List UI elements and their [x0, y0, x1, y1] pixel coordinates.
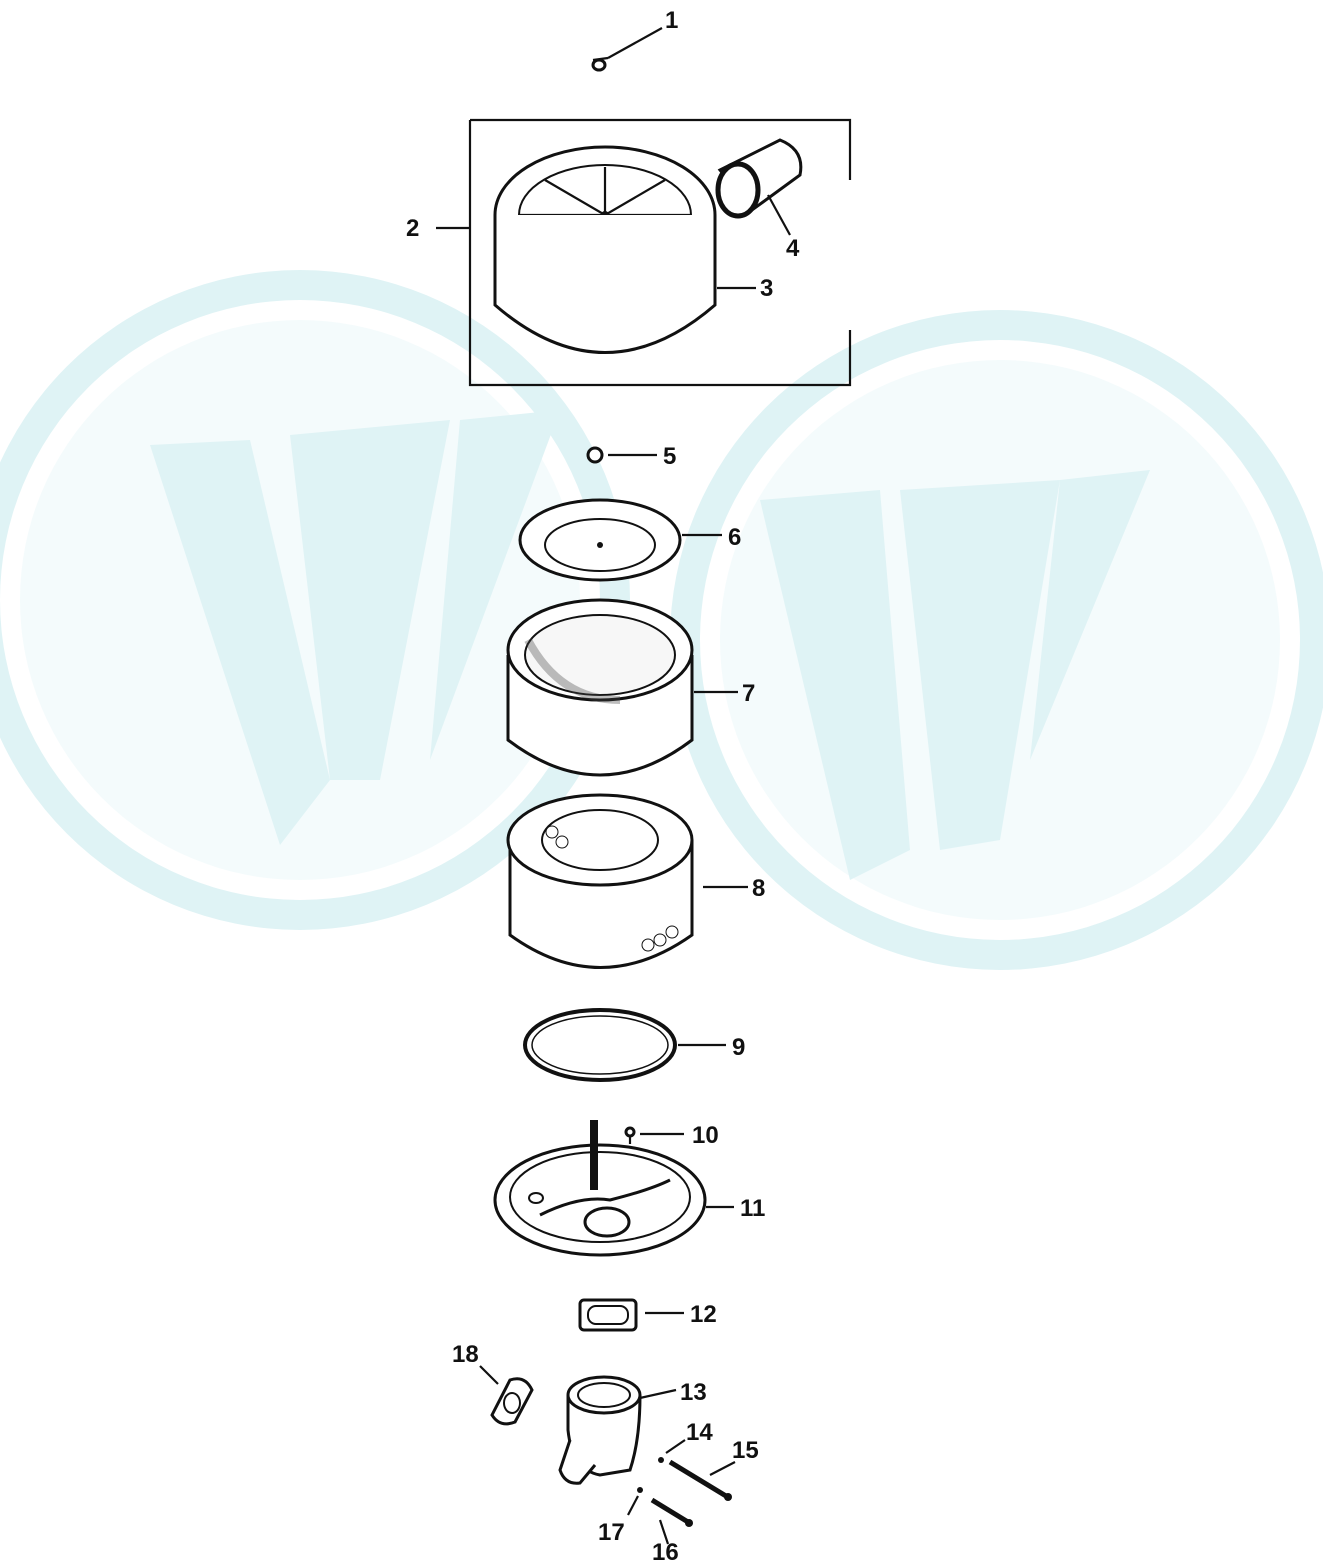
watermark-letter-w-left — [150, 410, 560, 845]
part-16-short-bolt — [650, 1497, 693, 1545]
part-14-washer — [658, 1439, 686, 1463]
callout-18: 18 — [452, 1341, 479, 1368]
watermark-logo — [0, 270, 1323, 970]
callout-labels: 1 2 3 4 5 6 7 8 9 10 11 12 13 14 15 16 1… — [406, 7, 800, 1564]
callout-10: 10 — [692, 1122, 719, 1149]
callout-4: 4 — [786, 235, 800, 262]
part-8-filter-element — [506, 793, 748, 969]
part-4-sleeve — [715, 138, 803, 236]
part-10-screw — [624, 1126, 684, 1144]
part-7-precleaner — [506, 598, 738, 777]
callout-16: 16 — [652, 1539, 679, 1564]
part-5-nut — [586, 446, 657, 464]
part-2-kit-box — [436, 118, 852, 387]
part-6-plate — [518, 498, 722, 582]
callout-17: 17 — [598, 1519, 625, 1546]
callout-1: 1 — [665, 7, 678, 34]
callout-13: 13 — [680, 1379, 707, 1406]
callout-9: 9 — [732, 1034, 745, 1061]
watermark-letter-w-right — [760, 470, 1150, 880]
callout-7: 7 — [742, 680, 755, 707]
callout-11: 11 — [740, 1195, 765, 1222]
callout-14: 14 — [686, 1419, 713, 1446]
part-3-air-cleaner-cover — [493, 145, 756, 354]
part-15-long-bolt — [668, 1459, 736, 1501]
part-12-gasket — [578, 1298, 684, 1332]
callout-8: 8 — [752, 875, 765, 902]
part-11-base — [493, 1120, 734, 1257]
callout-5: 5 — [663, 443, 676, 470]
part-1-wing-nut — [591, 27, 663, 72]
callout-12: 12 — [690, 1301, 717, 1328]
callout-2: 2 — [406, 215, 419, 242]
callout-15: 15 — [732, 1437, 759, 1464]
part-13-elbow-adapter — [558, 1375, 677, 1485]
part-18-gasket — [479, 1365, 534, 1426]
part-9-seal-ring — [523, 1008, 726, 1082]
callout-3: 3 — [760, 275, 773, 302]
callout-6: 6 — [728, 524, 741, 551]
part-17-washer — [627, 1487, 643, 1516]
